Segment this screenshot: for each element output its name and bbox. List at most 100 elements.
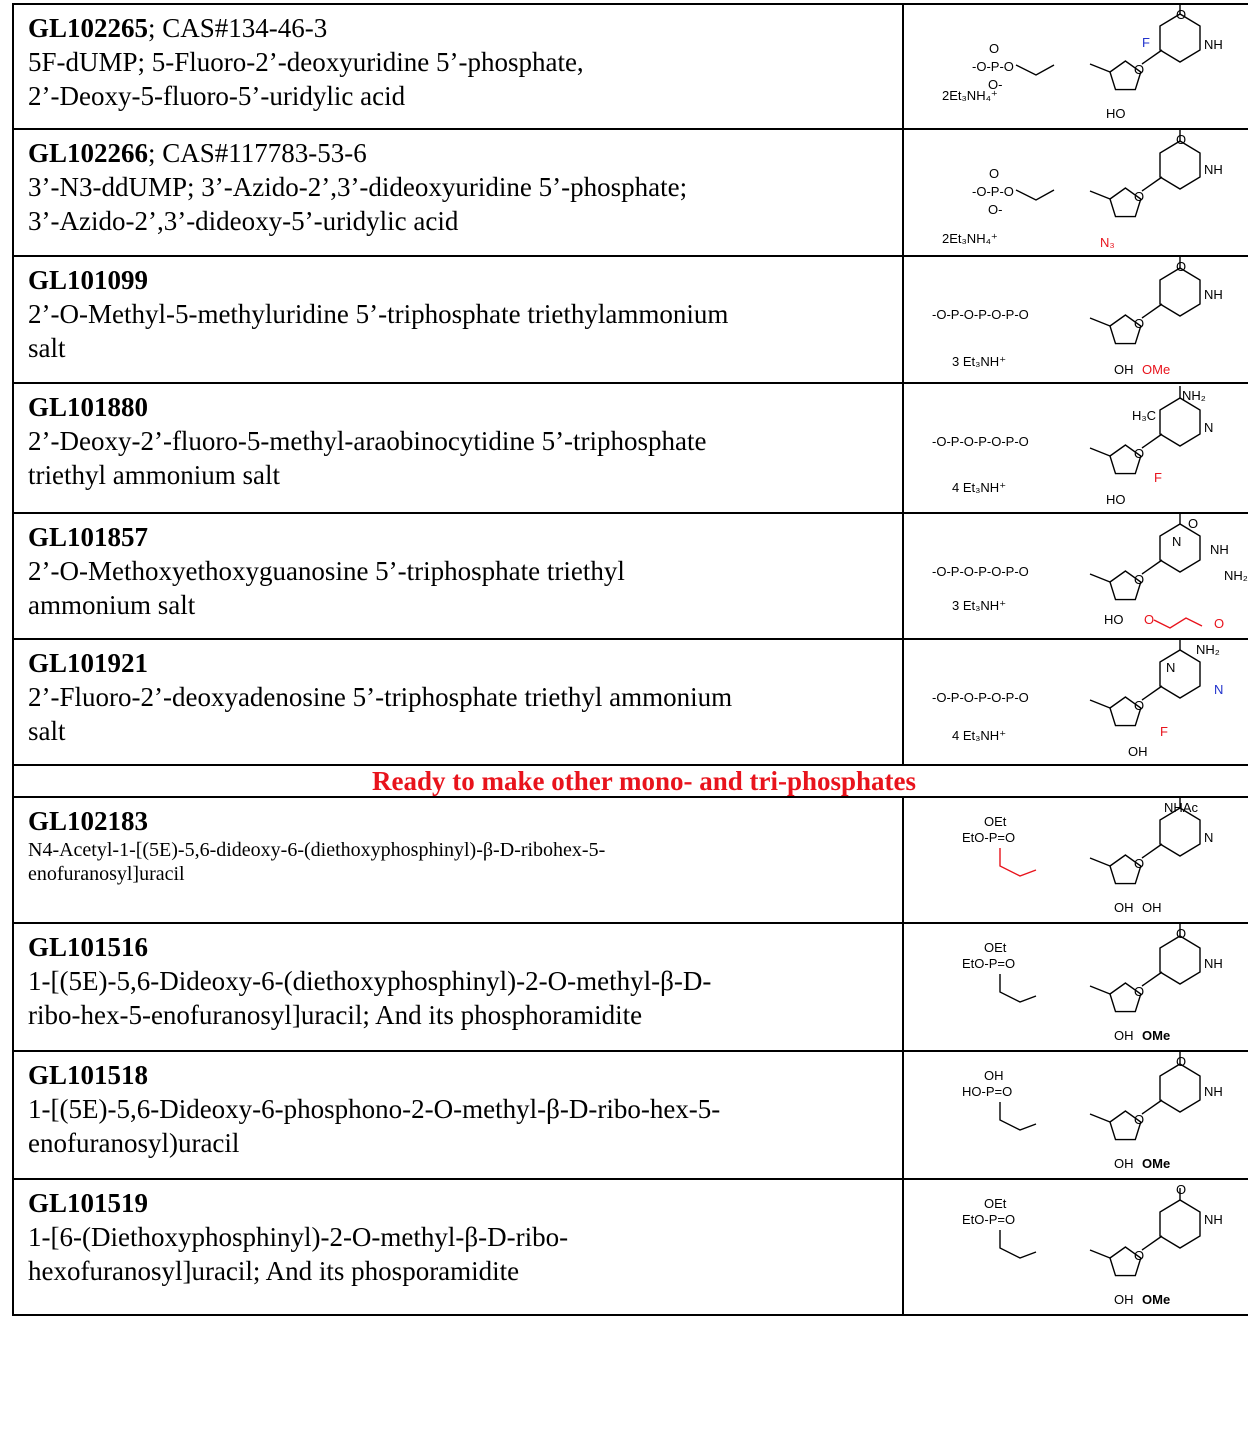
- compound-code: GL101518: [28, 1060, 149, 1090]
- atom-label: O-: [988, 77, 1002, 92]
- compound-name-line: 2’-Deoxy-2’-fluoro-5-methyl-araobinocyti…: [28, 426, 707, 456]
- atom-label: O: [1134, 446, 1144, 461]
- atom-label: O: [1134, 984, 1144, 999]
- atom-label: 2Et₃NH₄⁺: [942, 88, 998, 103]
- atom-label: EtO-P=O: [962, 956, 1015, 971]
- compound-code: GL101519: [28, 1188, 149, 1218]
- compound-name-line: 1-[(5E)-5,6-Dideoxy-6-(diethoxyphosphiny…: [28, 966, 712, 996]
- compound-name-line: 2’-O-Methoxyethoxyguanosine 5’-triphosph…: [28, 556, 625, 586]
- table-row: GL101519 1-[6-(Diethoxyphosphinyl)-2-O-me…: [12, 1178, 1248, 1316]
- atom-label: N: [1204, 420, 1213, 435]
- atom-label: HO-P=O: [962, 1084, 1012, 1099]
- compound-description: GL101857 2’-O-Methoxyethoxyguanosine 5’-t…: [12, 512, 904, 640]
- atom-label: 4 Et₃NH⁺: [952, 480, 1006, 495]
- atom-label: OH: [1114, 1028, 1134, 1043]
- atom-label: OH: [984, 1068, 1004, 1083]
- atom-label: NH: [1210, 542, 1229, 557]
- compound-name-line: 2’-Deoxy-5-fluoro-5’-uridylic acid: [28, 81, 406, 111]
- atom-label: F: [1154, 470, 1162, 485]
- atom-label: NH: [1204, 956, 1223, 971]
- compound-name-line: N4-Acetyl-1-[(5E)-5,6-dideoxy-6-(diethox…: [28, 839, 606, 861]
- compound-name-line: hexofuranosyl]uracil; And its phosporami…: [28, 1256, 520, 1286]
- table-row: GL101857 2’-O-Methoxyethoxyguanosine 5’-t…: [12, 512, 1248, 640]
- compound-name-line: enofuranosyl)uracil: [28, 1128, 240, 1158]
- atom-label: O: [1176, 7, 1186, 22]
- compound-code: GL102183: [28, 806, 149, 836]
- atom-label: 4 Et₃NH⁺: [952, 728, 1006, 743]
- atom-label: O: [1134, 572, 1144, 587]
- atom-label: -O-P-O: [972, 184, 1014, 199]
- atom-label: OH: [1114, 1292, 1134, 1307]
- atom-label: O: [1134, 1248, 1144, 1263]
- atom-label: HO: [1106, 106, 1126, 121]
- compound-name-line: 1-[6-(Diethoxyphosphinyl)-2-O-methyl-β-D…: [28, 1222, 569, 1252]
- atom-label: NH₂: [1182, 388, 1206, 403]
- atom-label: NHAc: [1164, 800, 1198, 815]
- atom-label: O: [1144, 612, 1154, 627]
- atom-label: O: [1176, 259, 1186, 274]
- atom-label: O: [1188, 516, 1198, 531]
- atom-label: NH: [1204, 37, 1223, 52]
- atom-label: HO: [1106, 492, 1126, 506]
- atom-label: OEt: [984, 940, 1007, 955]
- compound-name-line: salt: [28, 716, 66, 746]
- atom-label: O: [1176, 1182, 1186, 1197]
- atom-label: OMe: [1142, 1156, 1170, 1171]
- atom-label: O: [1134, 316, 1144, 331]
- compound-description: GL101519 1-[6-(Diethoxyphosphinyl)-2-O-me…: [12, 1178, 904, 1316]
- atom-label: O: [1134, 62, 1144, 77]
- table-row: GL102266; CAS#117783-53-6 3’-N3-ddUMP; 3’…: [12, 128, 1248, 257]
- compound-code: GL101099: [28, 265, 149, 295]
- atom-label: -O-P-O-P-O-P-O: [932, 564, 1029, 579]
- compound-name-line: enofuranosyl]uracil: [28, 863, 185, 885]
- atom-label: N: [1204, 830, 1213, 845]
- table-row: GL101880 2’-Deoxy-2’-fluoro-5-methyl-arao…: [12, 382, 1248, 514]
- table-row: GL101518 1-[(5E)-5,6-Dideoxy-6-phosphono-…: [12, 1050, 1248, 1180]
- atom-label: O: [1134, 856, 1144, 871]
- compound-name-line: 3’-Azido-2’,3’-dideoxy-5’-uridylic acid: [28, 206, 459, 236]
- cas-number: ; CAS#117783-53-6: [148, 138, 367, 168]
- compound-name-line: 2’-O-Methyl-5-methyluridine 5’-triphosph…: [28, 299, 729, 329]
- atom-label: NH₂: [1196, 642, 1220, 657]
- atom-label: OH: [1142, 900, 1162, 915]
- table-row: GL101099 2’-O-Methyl-5-methyluridine 5’-t…: [12, 255, 1248, 384]
- atom-label: N: [1214, 682, 1223, 697]
- atom-label: 2Et₃NH₄⁺: [942, 231, 998, 246]
- atom-label: NH: [1204, 287, 1223, 302]
- atom-label: OH: [1114, 362, 1134, 376]
- atom-label: H₃C: [1132, 408, 1156, 423]
- compound-name-line: 2’-Fluoro-2’-deoxyadenosine 5’-triphosph…: [28, 682, 733, 712]
- cas-number: ; CAS#134-46-3: [148, 13, 328, 43]
- atom-label: OMe: [1142, 1292, 1170, 1307]
- compound-description: GL102266; CAS#117783-53-6 3’-N3-ddUMP; 3’…: [12, 128, 904, 257]
- atom-label: OH: [1114, 900, 1134, 915]
- atom-label: O: [1134, 1112, 1144, 1127]
- compound-name-line: 3’-N3-ddUMP; 3’-Azido-2’,3’-dideoxyuridi…: [28, 172, 688, 202]
- atom-label: O: [1134, 698, 1144, 713]
- atom-label: -O-P-O-P-O-P-O: [932, 434, 1029, 449]
- compound-code: GL102266: [28, 138, 149, 168]
- compound-code: GL101880: [28, 392, 149, 422]
- atom-label: 3 Et₃NH⁺: [952, 598, 1006, 613]
- atom-label: OH: [1128, 744, 1148, 758]
- atom-label: O-: [988, 202, 1002, 217]
- atom-label: OEt: [984, 814, 1007, 829]
- compound-name-line: 1-[(5E)-5,6-Dideoxy-6-phosphono-2-O-meth…: [28, 1094, 721, 1124]
- atom-label: HO: [1104, 612, 1124, 627]
- atom-label: O: [1176, 132, 1186, 147]
- compound-code: GL101857: [28, 522, 149, 552]
- chemical-structure: -O-P-O-P-O-P-O O NH₂ H₃C N F HO 4 Et₃NH⁺: [902, 382, 1248, 514]
